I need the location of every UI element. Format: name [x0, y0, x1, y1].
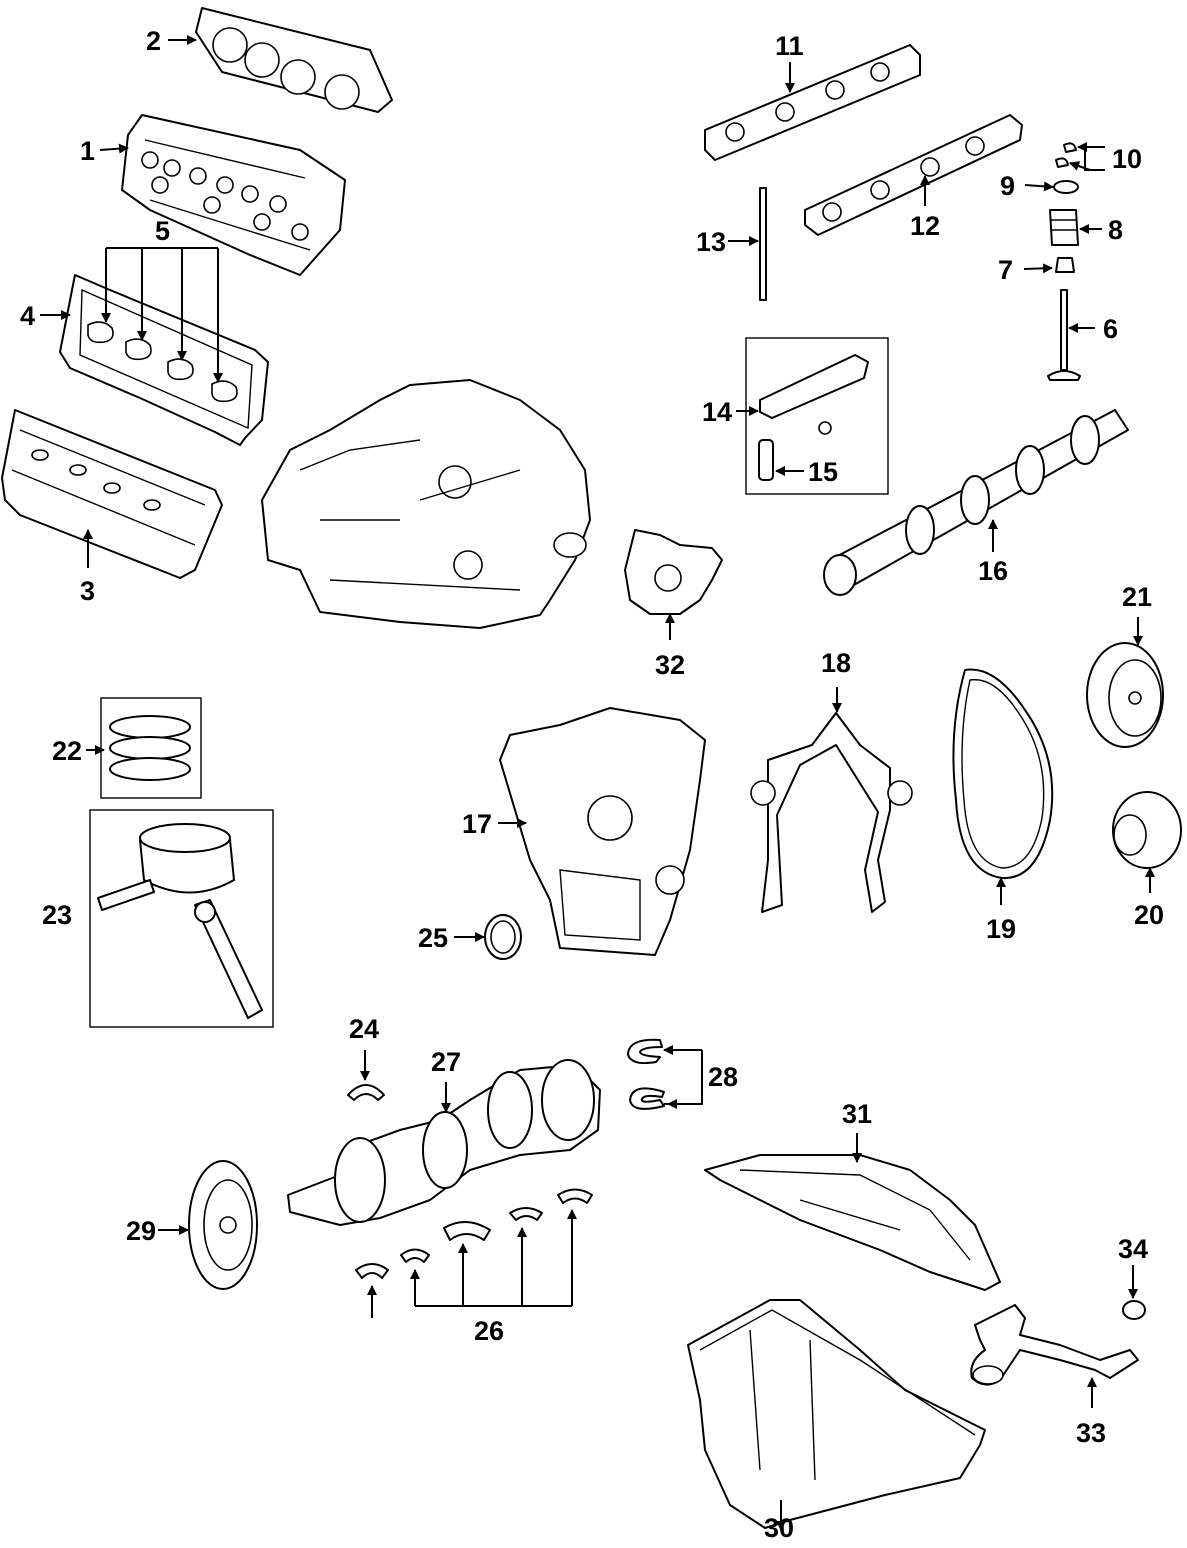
part-10-valve-keepers[interactable] [1055, 142, 1077, 168]
part-14-lifter-guide[interactable] [759, 354, 869, 435]
part-23-piston-and-rod[interactable] [97, 823, 263, 1019]
part-15-hydraulic-lifter[interactable] [758, 439, 774, 481]
callout-7: 7 [998, 255, 1013, 285]
callout-33: 33 [1076, 1418, 1106, 1448]
part-11-rocker-shaft-upper[interactable] [704, 44, 921, 161]
part-17-timing-cover[interactable] [499, 707, 706, 956]
callout-1: 1 [80, 136, 95, 166]
part-1-cylinder-head[interactable] [121, 114, 346, 276]
callout-15: 15 [808, 457, 838, 487]
part-28-thrust-washers[interactable] [627, 1038, 665, 1110]
callout-5: 5 [155, 216, 170, 246]
callout-18: 18 [821, 648, 851, 678]
part-3-valve-cover[interactable] [1, 409, 223, 579]
callout-3: 3 [80, 576, 95, 606]
part-21-cam-sprocket[interactable] [1086, 642, 1164, 748]
part-23-piston-box [89, 809, 274, 1028]
callout-8: 8 [1108, 215, 1123, 245]
part-26-main-bearings[interactable] [400, 1188, 593, 1263]
callout-16: 16 [978, 556, 1008, 586]
part-24-lower-bearing[interactable] [355, 1263, 389, 1279]
callout-27: 27 [431, 1047, 461, 1077]
part-33-oil-pickup-tube[interactable] [970, 1304, 1139, 1386]
part-4-valve-cover-gasket[interactable] [59, 274, 269, 446]
part-5-spark-plug-tube-seals[interactable] [87, 321, 238, 403]
callout-30: 30 [764, 1513, 794, 1543]
callout-13: 13 [696, 227, 726, 257]
part-22-piston-rings[interactable] [109, 715, 191, 781]
part-14-lifter-box [745, 337, 889, 495]
callout-23: 23 [42, 900, 72, 930]
callout-19: 19 [986, 914, 1016, 944]
leader-lines [40, 35, 1155, 1531]
part-12-rocker-shaft-lower[interactable] [804, 114, 1023, 236]
callout-20: 20 [1134, 900, 1164, 930]
callout-32: 32 [655, 650, 685, 680]
callout-26: 26 [474, 1316, 504, 1346]
callout-24: 24 [349, 1014, 379, 1044]
part-20-crank-sprocket[interactable] [1112, 791, 1182, 869]
callout-14: 14 [702, 397, 732, 427]
part-30-oil-pan[interactable] [687, 1299, 986, 1529]
part-34-pickup-seal[interactable] [1122, 1300, 1146, 1320]
part-24-upper-bearing[interactable] [347, 1084, 385, 1101]
part-13-push-rod[interactable] [759, 187, 767, 301]
part-16-camshaft[interactable] [823, 409, 1129, 596]
callout-25: 25 [418, 923, 448, 953]
callout-31: 31 [842, 1099, 872, 1129]
part-6-valve[interactable] [1047, 289, 1081, 381]
part-31-windage-tray[interactable] [704, 1154, 1001, 1291]
callout-34: 34 [1118, 1234, 1148, 1264]
part-2-head-gasket[interactable] [195, 7, 393, 113]
part-7-valve-stem-seal[interactable] [1055, 257, 1075, 273]
callout-labels: 1 2 3 4 5 6 7 8 9 10 11 12 13 14 15 16 1… [20, 26, 1164, 1543]
callout-2: 2 [146, 26, 161, 56]
callout-11: 11 [775, 31, 804, 61]
callout-29: 29 [126, 1216, 156, 1246]
part-25-crank-seal[interactable] [484, 914, 522, 960]
part-9-valve-spring-retainer[interactable] [1053, 180, 1079, 194]
callout-10: 10 [1112, 144, 1142, 174]
callout-9: 9 [1000, 171, 1015, 201]
callout-12: 12 [910, 211, 940, 241]
part-32-oil-pump[interactable] [624, 529, 723, 615]
part-18-timing-cover-gasket[interactable] [750, 712, 913, 913]
part-29-harmonic-balancer[interactable] [188, 1160, 258, 1290]
callout-21: 21 [1122, 582, 1152, 612]
part-8-valve-spring[interactable] [1049, 209, 1079, 246]
callout-6: 6 [1103, 314, 1118, 344]
callout-17: 17 [462, 809, 492, 839]
callout-22: 22 [52, 736, 82, 766]
callout-4: 4 [20, 301, 35, 331]
part-19-timing-chain[interactable] [952, 668, 1054, 880]
callout-28: 28 [708, 1062, 738, 1092]
engine-block[interactable] [261, 379, 591, 629]
part-27-crankshaft[interactable] [287, 1059, 601, 1226]
